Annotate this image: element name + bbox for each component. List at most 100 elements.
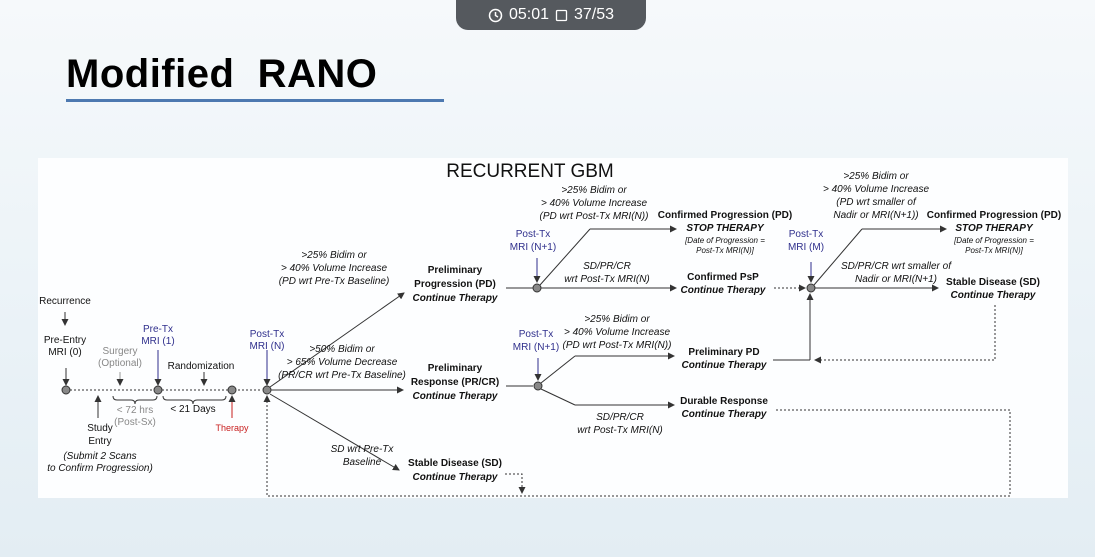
study-entry-label: Entry	[88, 436, 111, 447]
node-post-tx-m	[806, 283, 816, 293]
branch-prelim-pd2-line	[540, 355, 576, 384]
post-tx-m-label: Post-Tx	[789, 229, 823, 240]
therapy-label: Therapy	[215, 423, 249, 433]
prelim-pd-box: Preliminary	[428, 265, 483, 276]
criteria-sd-posttx-mid: SD/PR/CR	[596, 412, 644, 423]
criteria-pd-posttx-mid: (PD wrt Post-Tx MRI(N))	[563, 340, 672, 351]
stable-sd-box-1: Continue Therapy	[412, 472, 497, 483]
post-tx-n1-top-label: Post-Tx	[516, 229, 550, 240]
prelim-pd-box: Progression (PD)	[414, 279, 496, 290]
pre-tx-label: MRI (1)	[141, 336, 174, 347]
pre-tx-label: Pre-Tx	[143, 324, 173, 335]
node-randomization	[227, 385, 237, 395]
node-post-tx-n1-mid	[533, 381, 543, 391]
branch-sd-line	[269, 393, 400, 471]
brace-72hrs	[112, 395, 158, 405]
criteria-pd-posttx: >25% Bidim or	[561, 185, 627, 196]
criteria-pd-nadir: >25% Bidim or	[843, 171, 909, 182]
pre-entry-label: MRI (0)	[48, 347, 81, 358]
slide-title: Modified RANO	[66, 52, 378, 96]
interval-72hrs-label: < 72 hrs	[117, 405, 153, 416]
criteria-pr-baseline: > 65% Volume Decrease	[287, 357, 398, 368]
presentation-timer: 05:01 37/53	[456, 0, 646, 30]
criteria-pr-baseline: (PR/CR wrt Pre-Tx Baseline)	[278, 370, 406, 381]
post-tx-n-label: Post-Tx	[250, 329, 284, 340]
loop-stable-sd2-back	[814, 305, 996, 364]
diagram-title: RECURRENT GBM	[446, 161, 614, 182]
confirmed-psp-box: Continue Therapy	[680, 285, 765, 296]
recurrence-label: Recurrence	[39, 296, 91, 307]
brace-21days	[162, 395, 227, 405]
confirmed-pd-box-2: Confirmed Progression (PD)	[927, 210, 1061, 221]
study-entry-label: Study	[87, 423, 113, 434]
prelim-pr-box: Continue Therapy	[412, 391, 497, 402]
confirmed-pd-box-1: Confirmed Progression (PD)	[658, 210, 792, 221]
criteria-pd-baseline: (PD wrt Pre-Tx Baseline)	[279, 276, 390, 287]
clock-icon	[488, 8, 503, 23]
criteria-sd-posttx-mid: wrt Post-Tx MRI(N)	[577, 425, 663, 436]
pre-entry-label: Pre-Entry	[44, 335, 86, 346]
post-tx-m-label: MRI (M)	[788, 242, 824, 253]
surgery-label: (Optional)	[98, 358, 142, 369]
criteria-pd-posttx-mid: >25% Bidim or	[584, 314, 650, 325]
prelim-pd2-box: Continue Therapy	[681, 360, 766, 371]
node-post-tx-n1-top	[532, 283, 542, 293]
criteria-pd-baseline: > 40% Volume Increase	[281, 263, 388, 274]
surgery-label: Surgery	[102, 346, 137, 357]
criteria-pr-baseline: >50% Bidim or	[309, 344, 375, 355]
post-tx-n-label: MRI (N)	[250, 341, 285, 352]
confirmed-pd-box-2: Post-Tx MRI(N)]	[965, 246, 1024, 255]
title-underline	[66, 99, 444, 102]
stable-sd-box-2: Stable Disease (SD)	[946, 277, 1040, 288]
loop-stable-sd1-down	[505, 473, 526, 494]
confirmed-pd-box-1: Post-Tx MRI(N)]	[696, 246, 755, 255]
confirmed-pd-box-1: STOP THERAPY	[686, 223, 765, 234]
slide-counter-icon	[555, 9, 568, 22]
criteria-sd-posttx-top: SD/PR/CR	[583, 261, 631, 272]
confirmed-pd-box-1: [Date of Progression =	[684, 236, 765, 245]
durable-response-box: Continue Therapy	[681, 409, 766, 420]
post-tx-n1-mid-label: MRI (N+1)	[513, 342, 559, 353]
confirmed-pd-box-2: [Date of Progression =	[953, 236, 1034, 245]
branch-durable-line	[540, 388, 576, 406]
criteria-sd-posttx-top: wrt Post-Tx MRI(N)	[564, 274, 650, 285]
prelim-pr-box: Response (PR/CR)	[411, 377, 499, 388]
interval-21days-label: < 21 Days	[170, 404, 215, 415]
slide-counter: 37/53	[574, 6, 615, 23]
criteria-sd-baseline: Baseline	[343, 457, 382, 468]
criteria-pd-posttx: > 40% Volume Increase	[541, 198, 648, 209]
node-post-tx-n	[262, 385, 272, 395]
branch-pd-line	[269, 292, 405, 388]
criteria-sd-nadir: SD/PR/CR wrt smaller of	[841, 261, 952, 272]
prelim-pd2-box: Preliminary PD	[688, 347, 759, 358]
criteria-sd-baseline: SD wrt Pre-Tx	[331, 444, 395, 455]
criteria-pd-nadir: (PD wrt smaller of	[836, 197, 917, 208]
stable-sd-box-1: Stable Disease (SD)	[408, 458, 502, 469]
criteria-sd-nadir: Nadir or MRI(N+1)	[855, 274, 937, 285]
prelim-pd-box: Continue Therapy	[412, 293, 497, 304]
post-tx-n1-top-label: MRI (N+1)	[510, 242, 556, 253]
criteria-pd-posttx-mid: > 40% Volume Increase	[564, 327, 671, 338]
node-pre-tx	[153, 385, 163, 395]
criteria-pd-nadir: Nadir or MRI(N+1))	[833, 210, 918, 221]
node-pre-entry	[61, 385, 71, 395]
diagram-panel	[38, 158, 1068, 498]
durable-response-box: Durable Response	[680, 396, 768, 407]
stable-sd-box-2: Continue Therapy	[950, 290, 1035, 301]
criteria-pd-nadir: > 40% Volume Increase	[823, 184, 930, 195]
confirmed-pd-box-2: STOP THERAPY	[955, 223, 1034, 234]
study-entry-note: (Submit 2 Scans	[63, 451, 136, 462]
criteria-pd-baseline: >25% Bidim or	[301, 250, 367, 261]
prelim-pr-box: Preliminary	[428, 363, 483, 374]
branch-confirmed-pd-line	[539, 228, 591, 286]
elapsed-time: 05:01	[508, 6, 549, 23]
randomization-label: Randomization	[168, 361, 235, 372]
branch-confirmed-pd2-line	[813, 228, 863, 286]
criteria-pd-posttx: (PD wrt Post-Tx MRI(N))	[540, 211, 649, 222]
confirmed-psp-box: Confirmed PsP	[687, 272, 759, 283]
interval-72hrs-label: (Post-Sx)	[114, 417, 156, 428]
study-entry-note: to Confirm Progression)	[47, 463, 153, 474]
post-tx-n1-mid-label: Post-Tx	[519, 329, 553, 340]
loop-durable-back	[263, 395, 1011, 497]
